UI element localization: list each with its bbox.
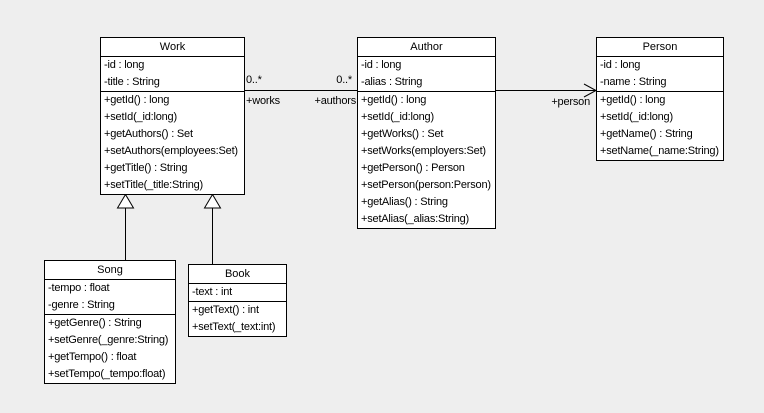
uml-attribute: -id : long	[361, 59, 402, 71]
attributes-compartment: -id : long -name : String	[597, 57, 723, 92]
role-label-works: +works	[246, 95, 280, 107]
multiplicity-work-end: 0..*	[246, 74, 262, 86]
uml-attribute: -text : int	[192, 286, 232, 298]
methods-compartment: +getId() : long +setId(_id:long) +getAut…	[101, 92, 244, 194]
methods-compartment: +getId() : long +setId(_id:long) +getNam…	[597, 92, 723, 160]
uml-method: +setId(_id:long)	[600, 111, 673, 123]
class-box-song[interactable]: Song -tempo : float -genre : String +get…	[44, 260, 176, 384]
uml-method: +getWorks() : Set	[361, 128, 444, 140]
generalization-triangle-book-icon	[203, 193, 222, 209]
uml-method: +setAlias(_alias:String)	[361, 213, 469, 225]
uml-method: +setGenre(_genre:String)	[48, 334, 169, 346]
class-title: Song	[45, 261, 175, 280]
uml-attribute: -id : long	[104, 59, 145, 71]
attributes-compartment: -tempo : float -genre : String	[45, 280, 175, 315]
multiplicity-author-end: 0..*	[336, 74, 352, 86]
uml-method: +setTempo(_tempo:float)	[48, 368, 166, 380]
uml-attribute: -id : long	[600, 59, 641, 71]
uml-method: +getGenre() : String	[48, 317, 142, 329]
uml-method: +getAlias() : String	[361, 196, 448, 208]
uml-method: +setId(_id:long)	[104, 111, 177, 123]
uml-method: +setPerson(person:Person)	[361, 179, 491, 191]
attributes-compartment: -id : long -alias : String	[358, 57, 495, 92]
uml-attribute: -genre : String	[48, 299, 115, 311]
uml-method: +getId() : long	[600, 94, 666, 106]
uml-method: +setAuthors(employees:Set)	[104, 145, 238, 157]
uml-method: +getText() : int	[192, 304, 259, 316]
attributes-compartment: -id : long -title : String	[101, 57, 244, 92]
uml-method: +setText(_text:int)	[192, 321, 276, 333]
class-title: Work	[101, 38, 244, 57]
role-label-person: +person	[551, 96, 590, 108]
class-title: Book	[189, 265, 286, 284]
methods-compartment: +getGenre() : String +setGenre(_genre:St…	[45, 315, 175, 383]
methods-compartment: +getText() : int +setText(_text:int)	[189, 302, 286, 336]
class-title: Person	[597, 38, 723, 57]
uml-method: +setId(_id:long)	[361, 111, 434, 123]
uml-method: +getAuthors() : Set	[104, 128, 193, 140]
methods-compartment: +getId() : long +setId(_id:long) +getWor…	[358, 92, 495, 228]
uml-attribute: -name : String	[600, 76, 667, 88]
uml-method: +getPerson() : Person	[361, 162, 465, 174]
class-box-book[interactable]: Book -text : int +getText() : int +setTe…	[188, 264, 287, 337]
uml-method: +getId() : long	[104, 94, 170, 106]
uml-attribute: -tempo : float	[48, 282, 110, 294]
uml-method: +getTempo() : float	[48, 351, 137, 363]
class-box-author[interactable]: Author -id : long -alias : String +getId…	[357, 37, 496, 229]
generalization-triangle-song-icon	[116, 193, 135, 209]
uml-attribute: -title : String	[104, 76, 160, 88]
uml-method: +setWorks(employers:Set)	[361, 145, 486, 157]
uml-method: +setTitle(_title:String)	[104, 179, 204, 191]
role-label-authors: +authors	[314, 95, 356, 107]
class-box-person[interactable]: Person -id : long -name : String +getId(…	[596, 37, 724, 161]
uml-method: +getName() : String	[600, 128, 693, 140]
class-title: Author	[358, 38, 495, 57]
uml-method: +setName(_name:String)	[600, 145, 719, 157]
uml-attribute: -alias : String	[361, 76, 423, 88]
uml-method: +getTitle() : String	[104, 162, 188, 174]
attributes-compartment: -text : int	[189, 284, 286, 302]
uml-method: +getId() : long	[361, 94, 427, 106]
class-box-work[interactable]: Work -id : long -title : String +getId()…	[100, 37, 245, 195]
